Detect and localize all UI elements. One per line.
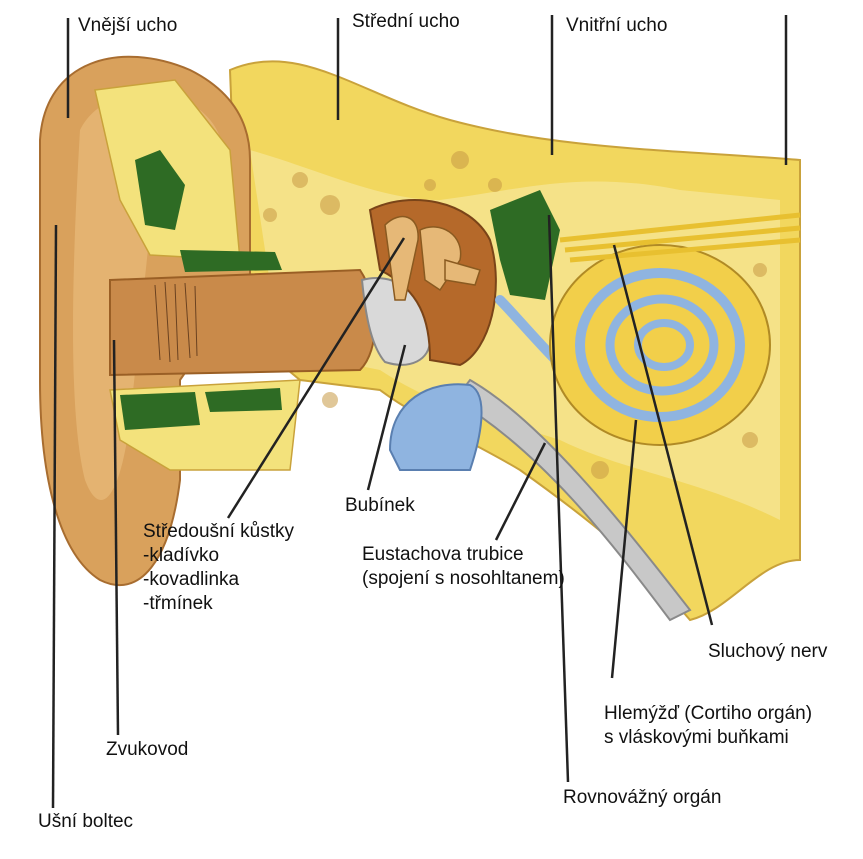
label-cochlea: Hlemýžď (Cortiho orgán) s vláskovými buň… (604, 702, 812, 750)
label-balance-organ: Rovnovážný orgán (563, 786, 721, 810)
cochlea-note: s vláskovými buňkami (604, 726, 812, 750)
eustachian-note: (spojení s nosohltanem) (362, 567, 565, 591)
label-middle-ear: Střední ucho (352, 10, 460, 34)
eustachian-title: Eustachova trubice (362, 543, 565, 567)
label-auditory-nerve: Sluchový nerv (708, 640, 827, 664)
ossicles-malleus: -kladívko (143, 544, 294, 568)
label-outer-ear: Vnější ucho (78, 14, 177, 38)
label-inner-ear: Vnitřní ucho (566, 14, 667, 38)
ear-canal (110, 270, 375, 375)
label-auricle: Ušní boltec (38, 810, 133, 834)
ossicles-stapes: -třmínek (143, 592, 294, 616)
label-eardrum: Bubínek (345, 494, 415, 518)
ossicles-incus: -kovadlinka (143, 568, 294, 592)
cochlea-title: Hlemýžď (Cortiho orgán) (604, 702, 812, 726)
ossicles-title: Středoušní kůstky (143, 520, 294, 544)
cochlea-shape (550, 245, 770, 445)
label-ear-canal: Zvukovod (106, 738, 188, 762)
label-ossicles: Středoušní kůstky -kladívko -kovadlinka … (143, 520, 294, 616)
label-eustachian-tube: Eustachova trubice (spojení s nosohltane… (362, 543, 565, 591)
